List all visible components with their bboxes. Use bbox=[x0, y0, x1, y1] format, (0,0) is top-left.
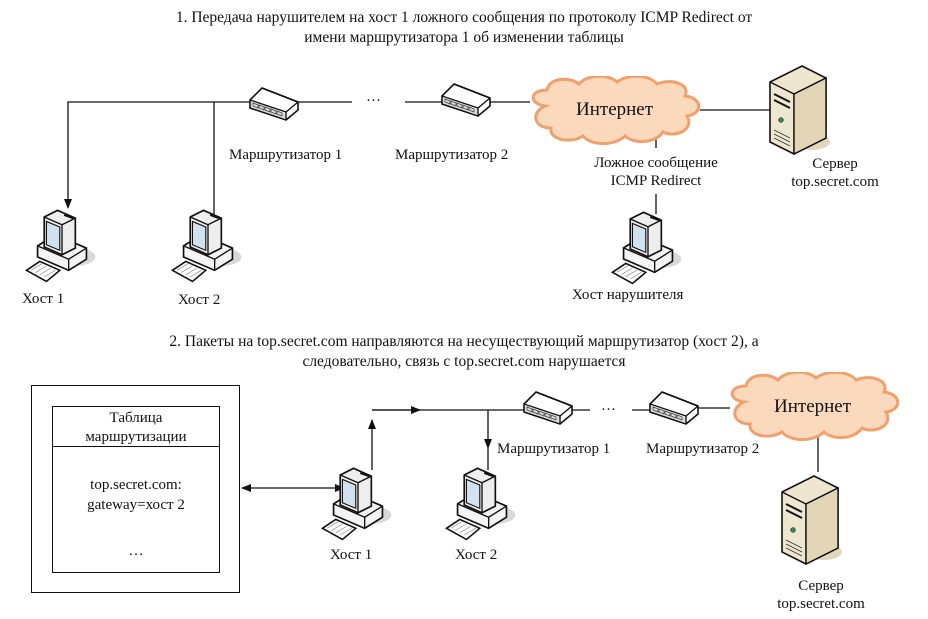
s2-server-label: Сервер top.secret.com bbox=[756, 577, 886, 613]
s1-fake-message-line2: ICMP Redirect bbox=[610, 173, 702, 189]
s2-caption-line2: следовательно, связь с top.secret.com на… bbox=[302, 353, 626, 370]
routing-table-entry: top.secret.com: gateway=хост 2 bbox=[53, 475, 219, 515]
s1-host1-label: Хост 1 bbox=[22, 291, 65, 307]
s1-router1-icon bbox=[249, 87, 299, 121]
s2-host1-label: Хост 1 bbox=[330, 547, 373, 563]
s2-router2-icon bbox=[649, 391, 699, 425]
s2-host2-pc-icon bbox=[445, 467, 517, 541]
s2-server-icon bbox=[781, 475, 843, 565]
s2-ellipsis: … bbox=[601, 398, 616, 414]
s2-server-line2: top.secret.com bbox=[777, 596, 865, 612]
s1-router2-icon bbox=[441, 83, 491, 117]
s1-ellipsis: … bbox=[366, 89, 381, 105]
s1-fake-message-label: Ложное сообщение ICMP Redirect bbox=[586, 154, 726, 190]
routing-table-container bbox=[31, 385, 240, 593]
routing-table-ellipsis: … bbox=[128, 543, 144, 559]
s1-caption-line2: имени маршрутизатора 1 об изменении табл… bbox=[304, 29, 624, 46]
s2-internet-label: Интернет bbox=[774, 396, 852, 417]
s2-caption-line1: 2. Пакеты на top.secret.com направляются… bbox=[169, 333, 759, 350]
s1-attacker-pc-icon bbox=[611, 211, 683, 285]
s1-host2-label: Хост 2 bbox=[178, 292, 221, 308]
s1-router2-label: Маршрутизатор 2 bbox=[395, 147, 509, 163]
s1-attacker-label: Хост нарушителя bbox=[572, 287, 684, 303]
s2-host2-label: Хост 2 bbox=[455, 547, 498, 563]
s2-host1-pc-icon bbox=[321, 467, 393, 541]
s1-router1-label: Маршрутизатор 1 bbox=[229, 147, 343, 163]
s1-connections bbox=[64, 101, 776, 214]
routing-table-title-line2: маршрутизации bbox=[85, 429, 187, 445]
routing-table-entry-line2: gateway=хост 2 bbox=[87, 497, 185, 513]
s1-caption: 1. Передача нарушителем на хост 1 ложног… bbox=[0, 8, 928, 48]
s1-line-to-host1 bbox=[64, 101, 252, 209]
s1-server-label: Сервер top.secret.com bbox=[770, 155, 900, 191]
s2-router1-label: Маршрутизатор 1 bbox=[497, 441, 611, 457]
s1-server-line1: Сервер bbox=[812, 156, 858, 172]
s2-router1-icon bbox=[523, 391, 573, 425]
s1-caption-line1: 1. Передача нарушителем на хост 1 ложног… bbox=[175, 9, 753, 26]
routing-table-header: Таблица маршрутизации bbox=[53, 407, 219, 447]
s2-caption: 2. Пакеты на top.secret.com направляются… bbox=[0, 332, 928, 372]
s1-server-icon bbox=[769, 65, 831, 155]
s2-connections bbox=[241, 406, 819, 492]
s1-host1-pc-icon bbox=[25, 209, 97, 283]
s2-server-line1: Сервер bbox=[798, 578, 844, 594]
s2-router2-label: Маршрутизатор 2 bbox=[646, 441, 760, 457]
s1-host2-pc-icon bbox=[171, 209, 243, 283]
routing-table-title-line1: Таблица bbox=[109, 410, 163, 426]
s1-server-line2: top.secret.com bbox=[791, 174, 879, 190]
s1-internet-label: Интернет bbox=[576, 99, 654, 120]
s1-fake-message-line1: Ложное сообщение bbox=[594, 155, 718, 171]
routing-table: Таблица маршрутизации top.secret.com: ga… bbox=[52, 406, 220, 573]
routing-table-entry-line1: top.secret.com: bbox=[90, 477, 182, 493]
